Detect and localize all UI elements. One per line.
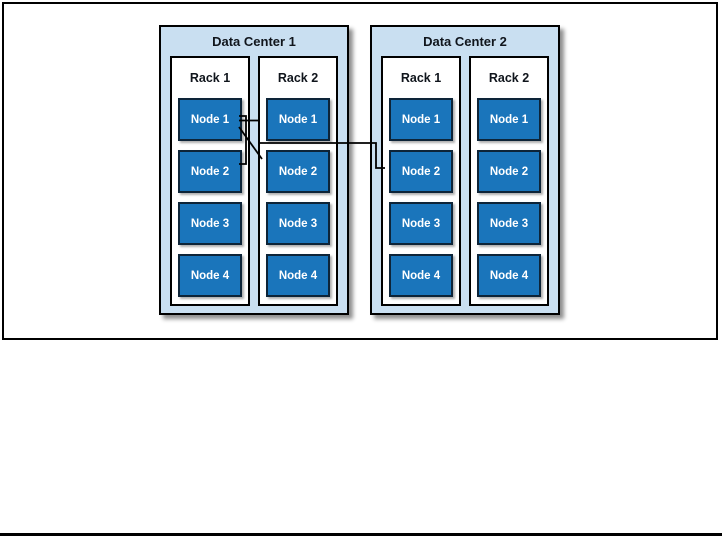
dc2-rack-1-box: Rack 1 Node 1 Node 2 Node 3 Node 4 [381,56,461,306]
dc2-rack1-node2: Node 2 [389,150,453,193]
dc2-rack-2-box: Rack 2 Node 1 Node 2 Node 3 Node 4 [469,56,549,306]
dc2-rack2-node3: Node 3 [477,202,541,245]
dc1-rack2-node3: Node 3 [266,202,330,245]
dc2-rack1-node4: Node 4 [389,254,453,297]
dc2-rack-2-nodes: Node 1 Node 2 Node 3 Node 4 [471,98,547,297]
page-bottom-rule [0,533,722,536]
dc1-rack1-node1: Node 1 [178,98,242,141]
datacenter-1-box: Data Center 1 Rack 1 Node 1 Node 2 Node … [159,25,349,315]
dc1-rack-2-box: Rack 2 Node 1 Node 2 Node 3 Node 4 [258,56,338,306]
dc2-rack2-node2: Node 2 [477,150,541,193]
dc2-rack-1-label: Rack 1 [400,71,442,85]
dc1-rack-2-nodes: Node 1 Node 2 Node 3 Node 4 [260,98,336,297]
dc1-rack-1-label: Rack 1 [189,71,231,85]
dc1-rack1-node3: Node 3 [178,202,242,245]
dc1-rack-2-label: Rack 2 [277,71,319,85]
dc1-rack2-node2: Node 2 [266,150,330,193]
dc2-rack2-node1: Node 1 [477,98,541,141]
dc1-rack2-node4: Node 4 [266,254,330,297]
datacenter-2-box: Data Center 2 Rack 1 Node 1 Node 2 Node … [370,25,560,315]
dc2-rack1-node1: Node 1 [389,98,453,141]
dc2-rack-1-nodes: Node 1 Node 2 Node 3 Node 4 [383,98,459,297]
dc1-rack1-node4: Node 4 [178,254,242,297]
dc1-rack-1-box: Rack 1 Node 1 Node 2 Node 3 Node 4 [170,56,250,306]
dc2-rack1-node3: Node 3 [389,202,453,245]
figure-frame: Data Center 1 Rack 1 Node 1 Node 2 Node … [2,2,718,340]
dc1-rack1-node2: Node 2 [178,150,242,193]
datacenter-2-label: Data Center 2 [423,34,507,49]
datacenter-1-label: Data Center 1 [212,34,296,49]
dc2-rack2-node4: Node 4 [477,254,541,297]
datacenter-1-racks: Rack 1 Node 1 Node 2 Node 3 Node 4 Rack … [161,56,347,306]
dc1-rack2-node1: Node 1 [266,98,330,141]
dc1-rack-1-nodes: Node 1 Node 2 Node 3 Node 4 [172,98,248,297]
datacenter-2-racks: Rack 1 Node 1 Node 2 Node 3 Node 4 Rack … [372,56,558,306]
dc2-rack-2-label: Rack 2 [488,71,530,85]
